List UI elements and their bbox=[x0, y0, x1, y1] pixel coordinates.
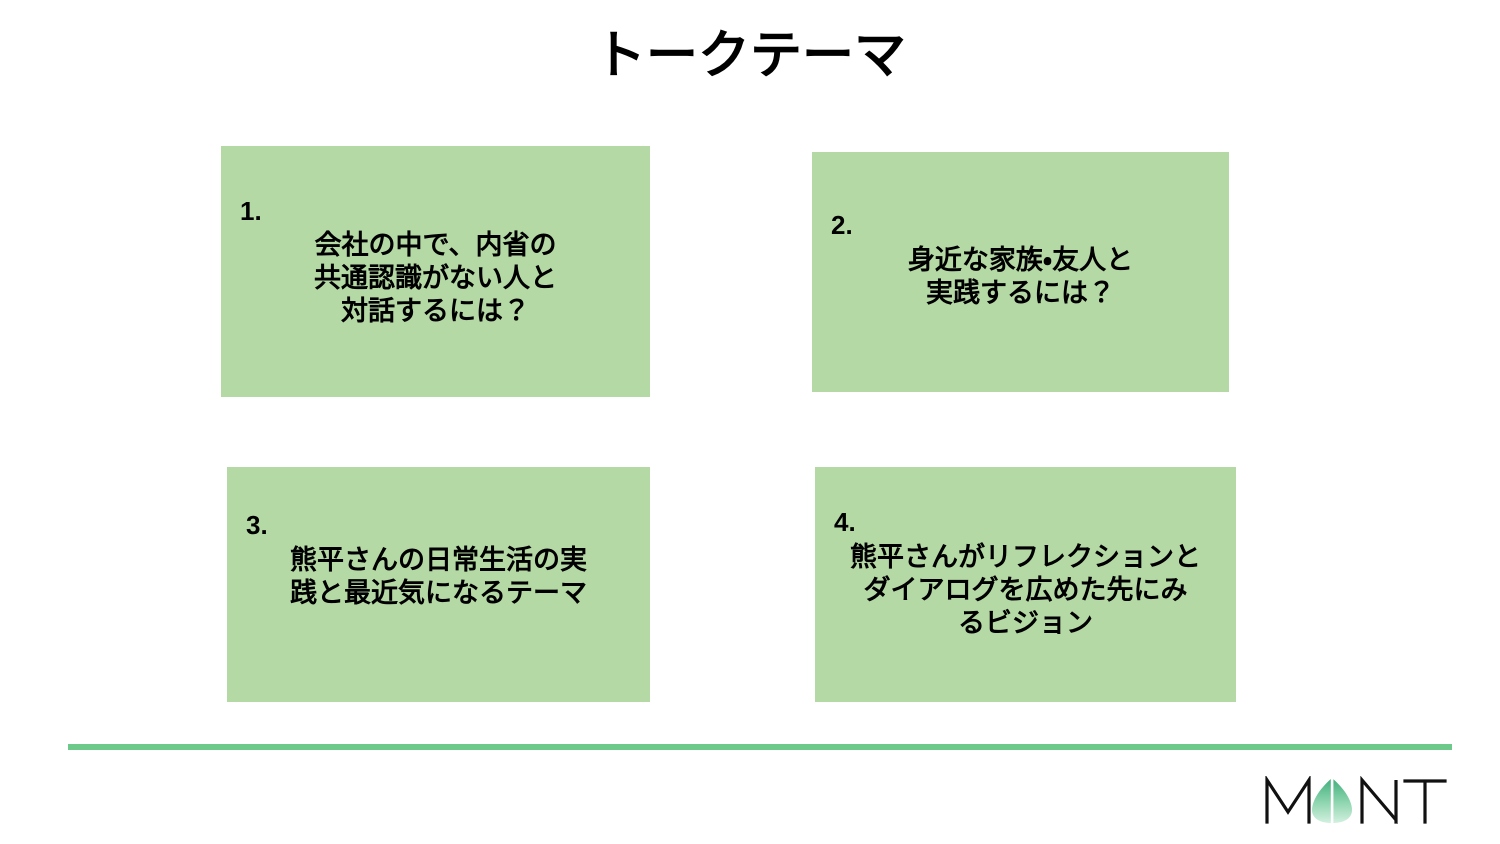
theme-box-1[interactable]: 1. 会社の中で、内省の 共通認識がない人と 対話するには？ bbox=[221, 146, 650, 397]
theme-number-2: 2. bbox=[831, 210, 853, 240]
logo-letter-t bbox=[1403, 779, 1447, 824]
theme-box-2[interactable]: 2. 身近な家族・友人と 実践するには？ bbox=[812, 152, 1229, 392]
theme-text-2: 身近な家族・友人と 実践するには？ bbox=[907, 245, 1134, 308]
page-title: トークテーマ bbox=[593, 27, 906, 85]
theme-text-4: 熊平さんがリフレクションと ダイアログを広めた先にみ るビジョン bbox=[850, 542, 1201, 638]
logo-letter-n bbox=[1360, 776, 1398, 824]
theme-number-3: 3. bbox=[246, 510, 268, 540]
mint-logo bbox=[1262, 776, 1448, 824]
theme-text-3: 熊平さんの日常生活の実 践と最近気になるテーマ bbox=[290, 545, 587, 608]
theme-number-4: 4. bbox=[834, 507, 856, 537]
theme-box-4[interactable]: 4. 熊平さんがリフレクションと ダイアログを広めた先にみ るビジョン bbox=[815, 467, 1236, 702]
theme-text-1: 会社の中で、内省の 共通認識がない人と 対話するには？ bbox=[314, 230, 557, 326]
footer-divider bbox=[68, 744, 1452, 750]
leaf-icon bbox=[1312, 778, 1352, 823]
logo-letter-m bbox=[1265, 776, 1311, 824]
theme-box-3[interactable]: 3. 熊平さんの日常生活の実 践と最近気になるテーマ bbox=[227, 467, 650, 702]
theme-number-1: 1. bbox=[240, 196, 262, 226]
